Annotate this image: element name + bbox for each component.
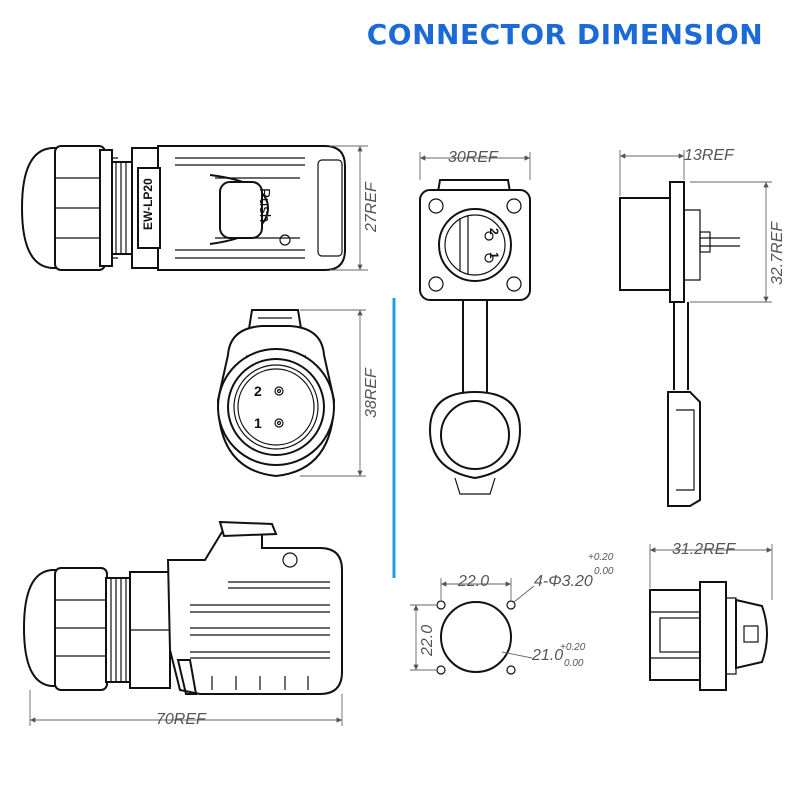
page-title: CONNECTOR DIMENSION xyxy=(366,18,764,51)
dim-cutout-h-spacing: 22.0 xyxy=(457,573,489,590)
dim-socket-depth: 31.2REF xyxy=(672,541,736,558)
plug-length-view: 70REF xyxy=(22,520,343,728)
dim-center-tol-lower: 0.00 xyxy=(564,658,584,669)
model-label: EW-LP20 xyxy=(141,178,155,230)
plug-front-view: 2 1 38REF xyxy=(216,309,380,478)
panel-cutout-view: 22.0 22.0 4-Φ3.20 +0.20 0.00 21.0 +0.20 … xyxy=(410,552,614,675)
push-label: Push xyxy=(256,188,273,222)
dim-hole-tol-upper: +0.20 xyxy=(588,552,614,563)
socket-pin-2-label: 2 xyxy=(487,228,501,235)
dim-hole-tol-lower: 0.00 xyxy=(594,566,614,577)
front-pin-1-label: 1 xyxy=(254,415,262,431)
front-pin-2-label: 2 xyxy=(254,383,262,399)
socket-side-view: 13REF 32.7REF xyxy=(619,147,786,507)
dim-center-tol-upper: +0.20 xyxy=(560,642,586,653)
dim-cutout-v-spacing: 22.0 xyxy=(419,625,436,657)
dim-plug-front-height: 38REF xyxy=(363,367,380,418)
dim-socket-side-depth: 13REF xyxy=(684,147,735,164)
socket-front-view: 2 1 30REF xyxy=(419,149,531,495)
plug-side-view: EW-LP20 Push 27REF xyxy=(20,145,380,271)
dim-socket-side-height: 32.7REF xyxy=(769,221,786,285)
socket-depth-view: 31.2REF xyxy=(649,541,773,691)
dim-plug-length: 70REF xyxy=(156,711,207,728)
socket-pin-1-label: 1 xyxy=(487,252,501,259)
dim-socket-width: 30REF xyxy=(448,149,499,166)
dim-plug-height: 27REF xyxy=(363,181,380,233)
dim-center-hole: 21.0 xyxy=(531,647,563,664)
dim-hole-spec: 4-Φ3.20 xyxy=(534,573,593,590)
